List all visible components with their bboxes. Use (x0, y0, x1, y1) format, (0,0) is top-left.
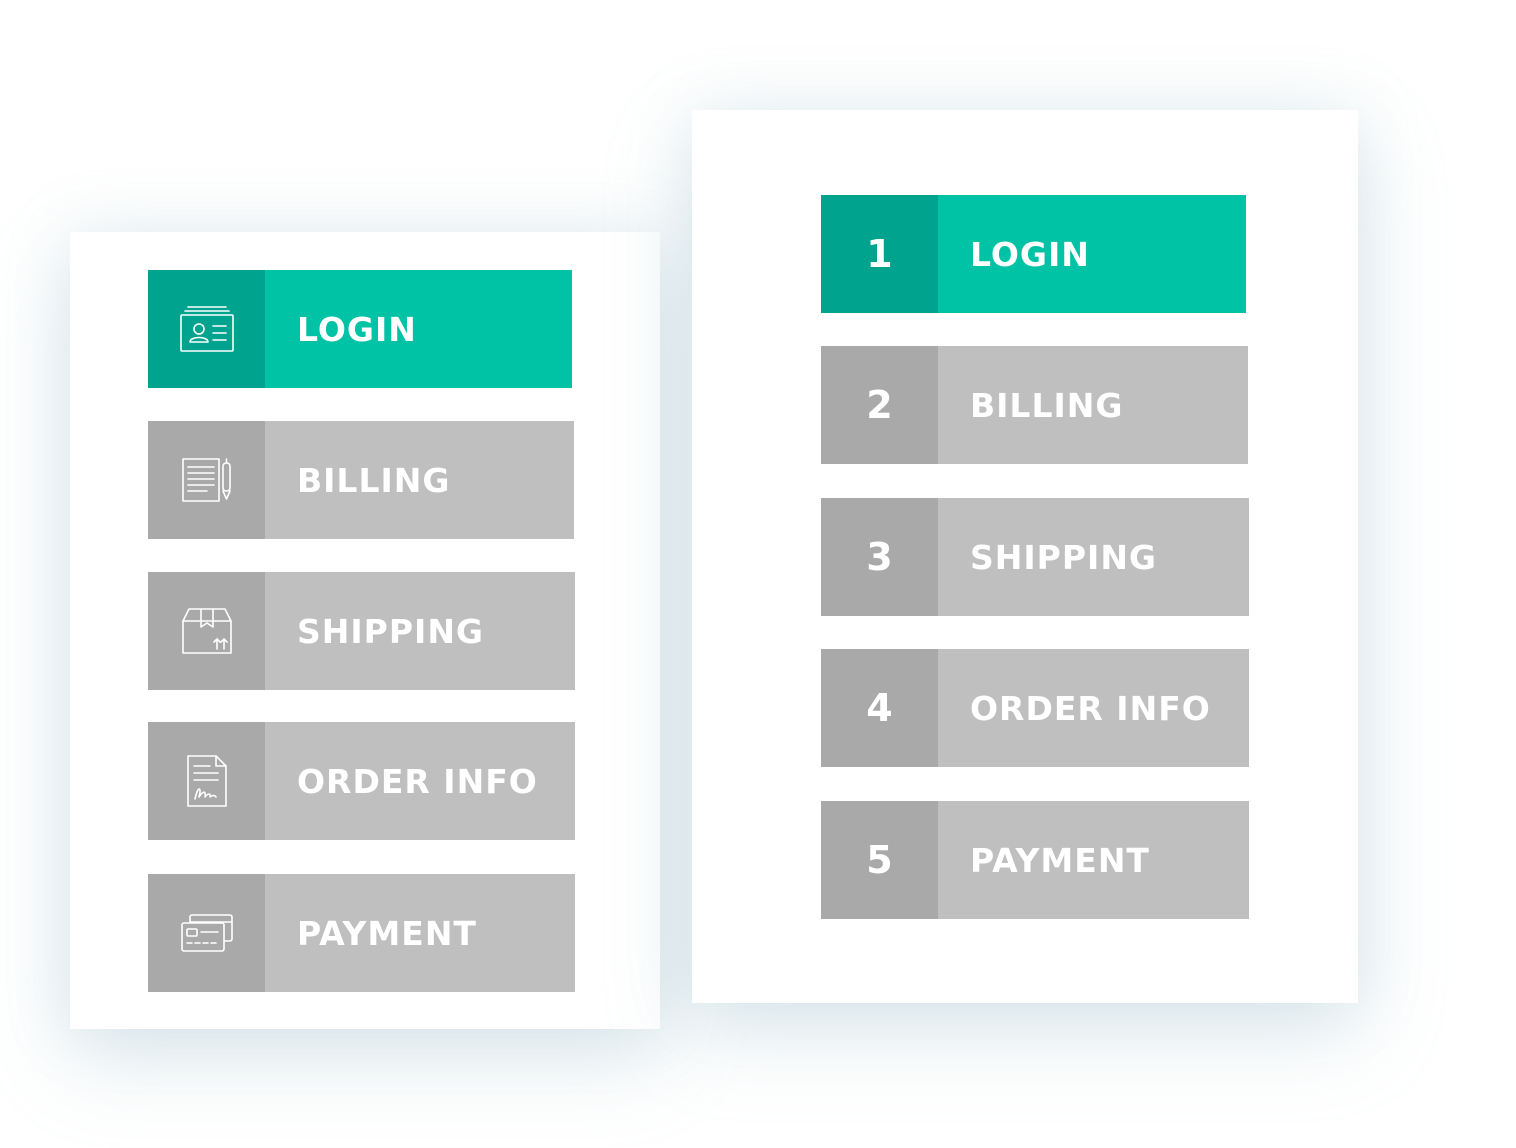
icon-step-label: PAYMENT (297, 913, 477, 953)
icon-step-shipping[interactable]: SHIPPING (148, 572, 575, 690)
icon-step-billing[interactable]: BILLING (148, 421, 574, 539)
number-step-label: BILLING (970, 385, 1124, 425)
number-step-order-info[interactable]: 4 ORDER INFO (821, 649, 1249, 767)
icon-step-label: ORDER INFO (297, 761, 538, 801)
number-step-billing[interactable]: 2 BILLING (821, 346, 1248, 464)
package-box-icon (148, 572, 265, 690)
number-step-login[interactable]: 1 LOGIN (821, 195, 1246, 313)
icon-step-login[interactable]: LOGIN (148, 270, 572, 388)
id-card-icon (148, 270, 265, 388)
number-step-label: PAYMENT (970, 840, 1150, 880)
number-step-label: ORDER INFO (970, 688, 1211, 728)
step-number: 4 (821, 649, 938, 767)
icon-step-order-info[interactable]: ORDER INFO (148, 722, 575, 840)
step-number: 3 (821, 498, 938, 616)
step-number: 1 (821, 195, 938, 313)
step-number: 2 (821, 346, 938, 464)
icon-step-label: SHIPPING (297, 611, 485, 651)
credit-cards-icon (148, 874, 265, 992)
icon-stepper-card: LOGIN BILLING (70, 232, 660, 1029)
invoice-pen-icon (148, 421, 265, 539)
signed-document-icon (148, 722, 265, 840)
icon-step-label: BILLING (297, 460, 451, 500)
number-step-shipping[interactable]: 3 SHIPPING (821, 498, 1249, 616)
number-step-label: SHIPPING (970, 537, 1158, 577)
numbered-stepper-card: 1 LOGIN 2 BILLING 3 SHIPPING 4 ORDER INF… (692, 110, 1358, 1003)
number-step-label: LOGIN (970, 234, 1090, 274)
step-number: 5 (821, 801, 938, 919)
icon-step-label: LOGIN (297, 309, 417, 349)
number-step-payment[interactable]: 5 PAYMENT (821, 801, 1249, 919)
icon-step-payment[interactable]: PAYMENT (148, 874, 575, 992)
